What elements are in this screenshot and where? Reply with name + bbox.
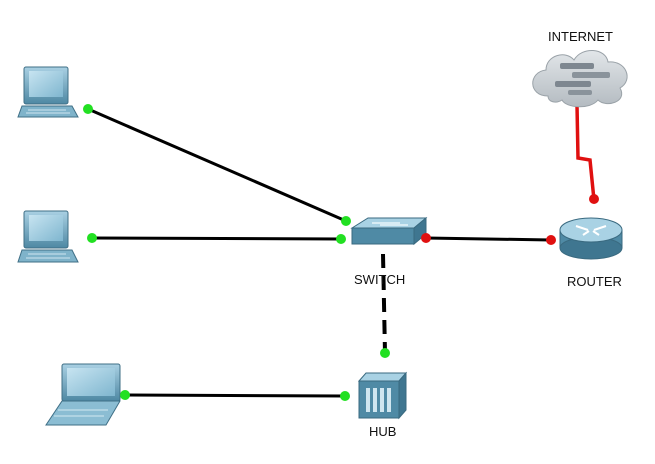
link-pc1-switch[interactable]: [87, 107, 347, 223]
port-status-switch-b: [336, 234, 346, 244]
port-status-hub: [340, 391, 350, 401]
port-status-laptop: [120, 390, 130, 400]
laptop-icon[interactable]: [45, 363, 121, 426]
hub-label: HUB: [369, 424, 397, 439]
port-status-switch-router: [421, 233, 431, 243]
internet-cloud-icon[interactable]: [532, 50, 628, 108]
link-laptop-hub[interactable]: [124, 393, 346, 398]
port-status-switch-down: [380, 348, 390, 358]
router-icon[interactable]: [559, 217, 623, 260]
port-status-switch-a: [341, 216, 351, 226]
internet-label: INTERNET: [548, 29, 613, 44]
link-switch-router[interactable]: [425, 236, 552, 242]
switch-label: SWITCH: [354, 272, 406, 287]
router-label: ROUTER: [567, 274, 622, 289]
desktop-pc-1-icon[interactable]: [17, 66, 79, 118]
port-status-pc2: [87, 233, 97, 243]
switch-icon[interactable]: [350, 216, 428, 246]
port-status-router-wan: [589, 194, 599, 204]
desktop-pc-2-icon[interactable]: [17, 210, 79, 263]
link-router-internet[interactable]: [575, 104, 596, 201]
link-pc2-switch[interactable]: [91, 236, 343, 241]
port-status-pc1: [83, 104, 93, 114]
hub-icon[interactable]: [357, 371, 408, 420]
port-status-router-switch: [546, 235, 556, 245]
link-switch-hub[interactable]: [381, 253, 387, 354]
